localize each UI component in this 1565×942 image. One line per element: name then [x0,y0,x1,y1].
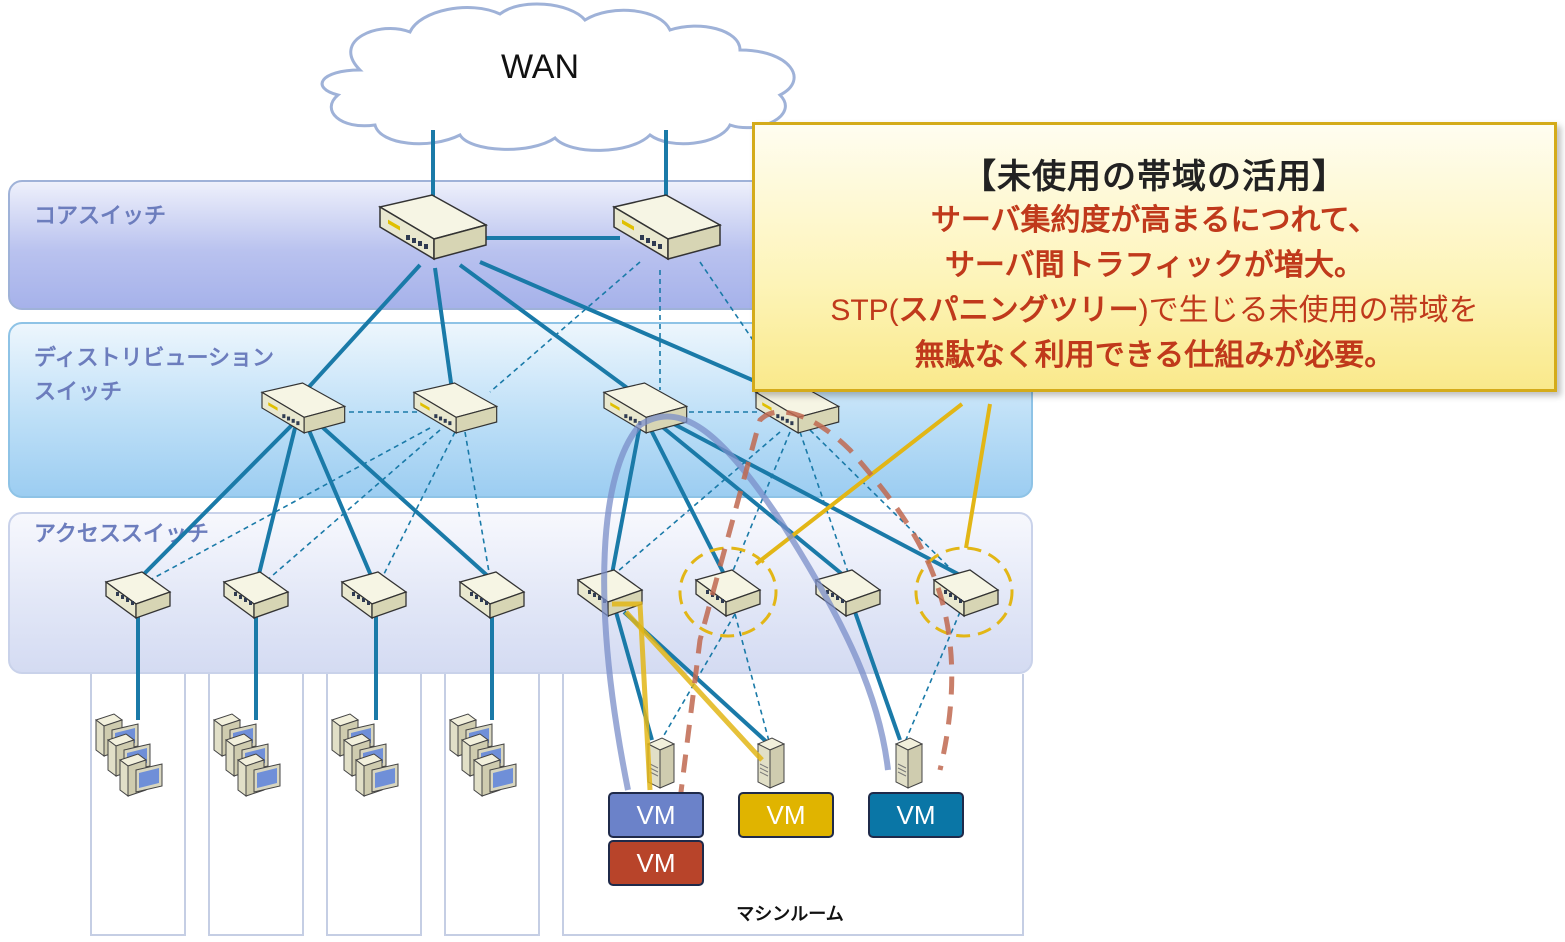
access-switch-4 [459,571,525,619]
access-switch-6 [695,569,761,617]
core-layer-label: コアスイッチ [34,204,167,229]
core-switch-2 [613,194,721,260]
callout-line-2: サーバ間トラフィックが増大。 [944,248,1365,283]
callout-title: 【未使用の帯域の活用】 [962,157,1347,197]
dist-switch-1 [261,382,346,434]
vm-blue: VM [608,792,704,838]
dist-switch-2 [413,382,498,434]
core-switch-1 [379,194,487,260]
wan-cloud [320,2,796,152]
highlight-circles [678,546,1014,638]
callout-line-3-suffix: )で生じる未使用の帯域を [1138,294,1479,327]
vm-red: VM [608,840,704,886]
access-switch-2 [223,571,289,619]
distribution-layer-label-line1: ディストリビューション [34,346,275,371]
callout-line-4: 無駄なく利用できる仕組みが必要。 [914,338,1395,373]
servers [647,737,923,789]
distribution-layer-label-line2: スイッチ [34,380,123,405]
dist-switch-3 [603,382,688,434]
client-pcs [95,713,517,797]
callout-line-1: サーバ集約度が高まるにつれて、 [930,203,1379,238]
access-switch-1 [105,571,171,619]
access-switch-3 [341,571,407,619]
traffic-paths [601,409,955,833]
callout-line-3-rest: スパニングツリー [898,293,1139,328]
machine-room-label: マシンルーム [736,904,844,925]
access-layer-label: アクセススイッチ [34,522,209,547]
access-switch-5 [577,569,643,617]
access-switch-8 [933,569,999,617]
wan-label: WAN [500,48,580,86]
callout-box: 【未使用の帯域の活用】 サーバ集約度が高まるにつれて、 サーバ間トラフィックが増… [752,122,1557,392]
callout-line-3: STP(スパニングツリー)で生じる未使用の帯域を [755,288,1554,333]
callout-line-3-prefix: STP( [830,294,899,327]
vm-yellow: VM [738,792,834,838]
vm-teal: VM [868,792,964,838]
